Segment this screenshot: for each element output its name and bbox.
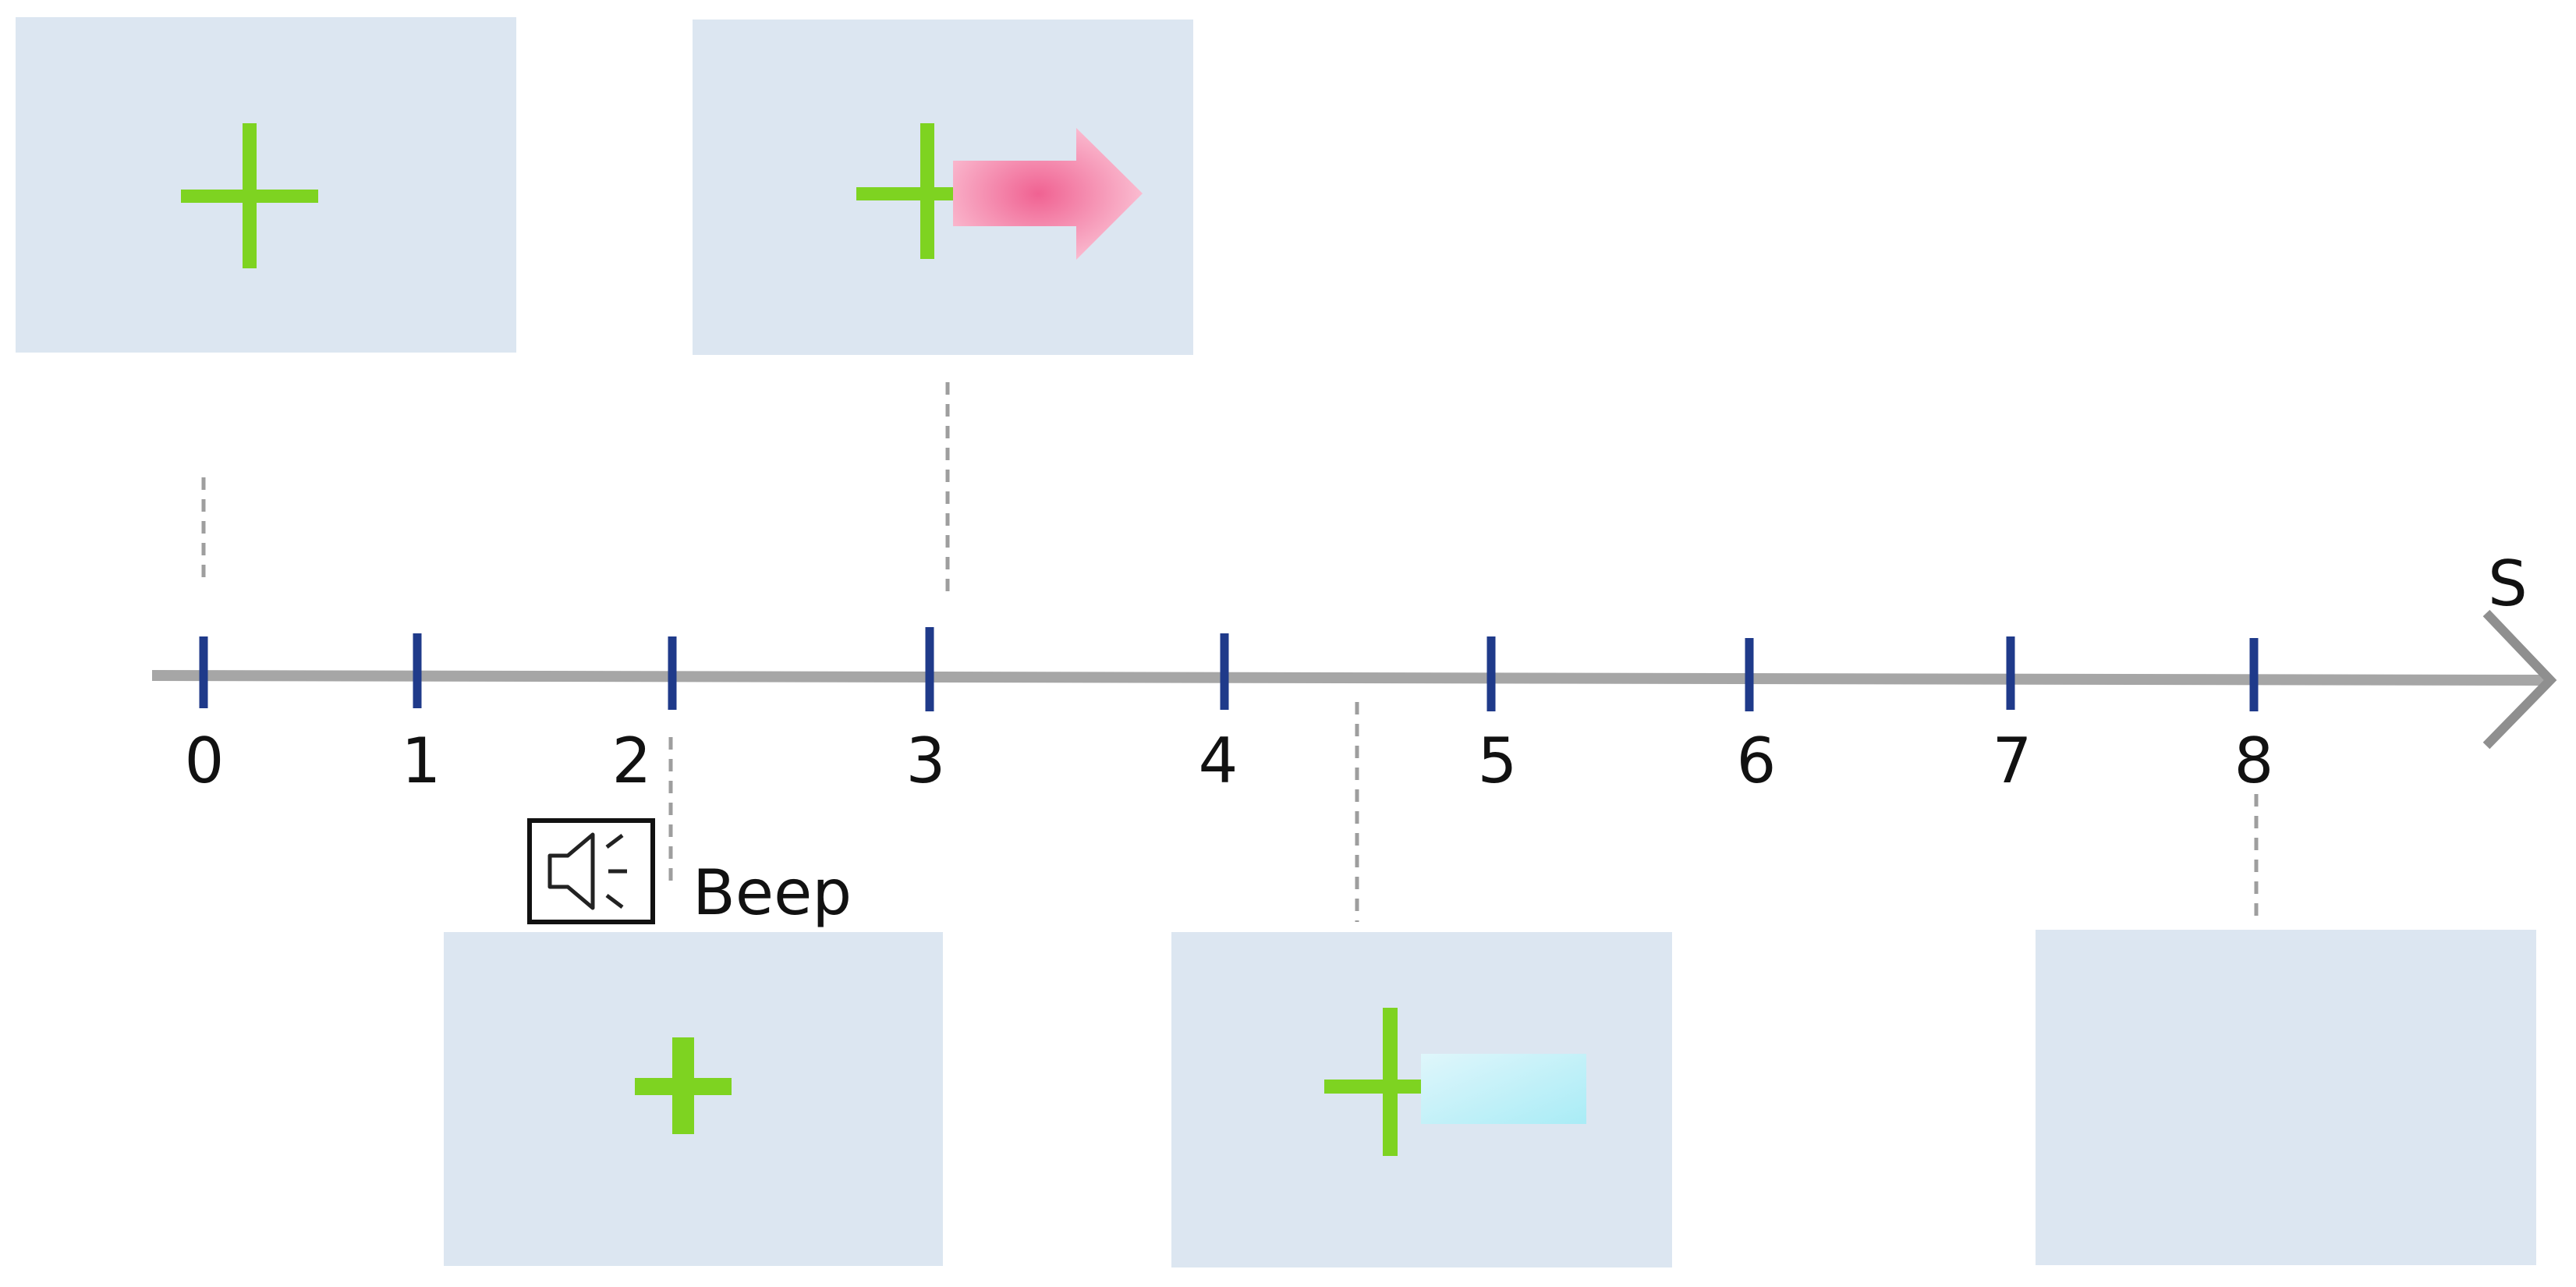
axis-tick-label-0: 0 (185, 725, 225, 797)
axis-tick-label-5: 5 (1478, 725, 1518, 797)
right-arrow-cue-icon (953, 128, 1143, 260)
axis-tick-label-8: 8 (2234, 725, 2274, 797)
fixation-cross-icon (1324, 1008, 1424, 1156)
fixation-cross-icon (181, 123, 318, 268)
horizontal-bar-target (1421, 1054, 1586, 1124)
axis-tick-labels: 0 1 2 3 4 5 6 7 8 (185, 725, 2274, 797)
fixation-cross-icon (635, 1037, 732, 1134)
screen-arrow-cue (693, 20, 1193, 355)
axis-arrowhead-icon (2482, 609, 2557, 750)
screen-blank-end (2036, 930, 2536, 1265)
fixation-cross-icon (856, 123, 955, 259)
beep-label: Beep (693, 856, 852, 929)
screen-bar-target (1171, 932, 1672, 1268)
axis-tick-label-4: 4 (1199, 725, 1238, 797)
axis-ticks (199, 627, 2259, 711)
time-axis (151, 670, 2545, 686)
axis-tick-label-2: 2 (612, 725, 652, 797)
screen-fixation-beep (444, 932, 943, 1266)
screen-fixation-start (16, 17, 516, 353)
axis-tick-label-6: 6 (1737, 725, 1777, 797)
axis-tick-label-7: 7 (1993, 725, 2032, 797)
axis-tick-label-3: 3 (906, 725, 946, 797)
guide-lines (201, 382, 2259, 922)
beep-event: Beep (527, 818, 852, 929)
axis-tick-label-1: 1 (402, 725, 441, 797)
speaker-icon (547, 832, 627, 910)
axis-unit-label: S (2488, 548, 2528, 620)
